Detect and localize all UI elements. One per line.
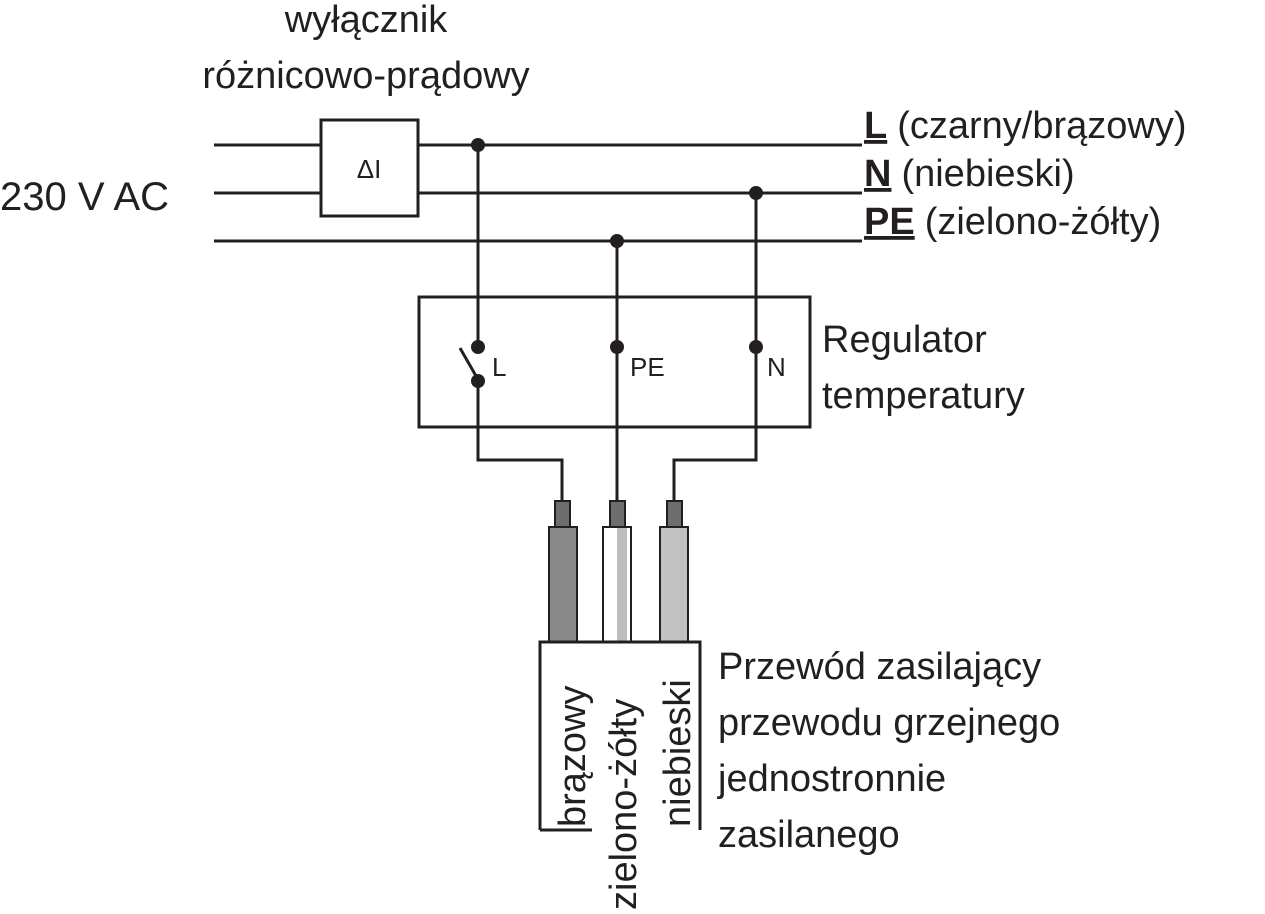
line-label-l: L(czarny/brązowy) — [864, 105, 1187, 147]
line-label-pe: PE(zielono-żółty) — [864, 201, 1161, 243]
terminal-pe-label: PE — [630, 352, 665, 382]
line-label-n: N(niebieski) — [864, 153, 1075, 195]
junction-n — [749, 186, 763, 200]
rcd-title-line2: różnicowo-prądowy — [202, 55, 529, 97]
wire-label-blue: niebieski — [657, 679, 699, 827]
line-code-pe: PE — [864, 201, 915, 243]
rcd-symbol: ΔI — [357, 154, 382, 184]
core-terminal-green-yellow — [609, 500, 626, 528]
regulator-label-line1: Regulator — [822, 319, 987, 361]
cable-desc-line1: Przewód zasilający — [718, 646, 1041, 688]
cable-desc-line4: zasilanego — [718, 814, 900, 856]
cable-sheath — [538, 640, 702, 830]
switch-contact — [458, 347, 478, 377]
cable-desc-line2: przewodu grzejnego — [718, 702, 1060, 744]
line-code-n: N — [864, 153, 891, 195]
regulator-box — [417, 295, 812, 429]
cable-desc-line3: jednostronnie — [717, 758, 946, 800]
junction-l — [471, 138, 485, 152]
terminal-pe — [610, 340, 624, 354]
core-terminal-blue — [666, 500, 683, 528]
terminal-n-label: N — [767, 352, 786, 382]
rcd-box — [319, 118, 420, 218]
supply-voltage: 230 V AC — [0, 175, 169, 219]
wire-l-out — [476, 381, 564, 503]
core-blue — [659, 526, 689, 643]
line-desc-n: (niebieski) — [901, 153, 1074, 195]
line-desc-l: (czarny/brązowy) — [897, 105, 1186, 147]
rcd-title-line1: wyłącznik — [284, 0, 449, 41]
core-green-yellow-stripe — [617, 528, 627, 641]
regulator-label-line2: temperatury — [822, 375, 1025, 417]
wire-label-green-yellow: zielono-żółty — [603, 699, 645, 910]
wire-n-out — [672, 347, 758, 503]
terminal-l-top — [471, 340, 485, 354]
wire-label-brown: brązowy — [552, 686, 594, 828]
junction-pe — [610, 234, 624, 248]
terminal-l-label: L — [492, 352, 506, 382]
core-brown — [548, 526, 578, 643]
line-code-l: L — [864, 105, 887, 147]
core-terminal-brown — [554, 500, 571, 528]
line-desc-pe: (zielono-żółty) — [925, 201, 1162, 243]
